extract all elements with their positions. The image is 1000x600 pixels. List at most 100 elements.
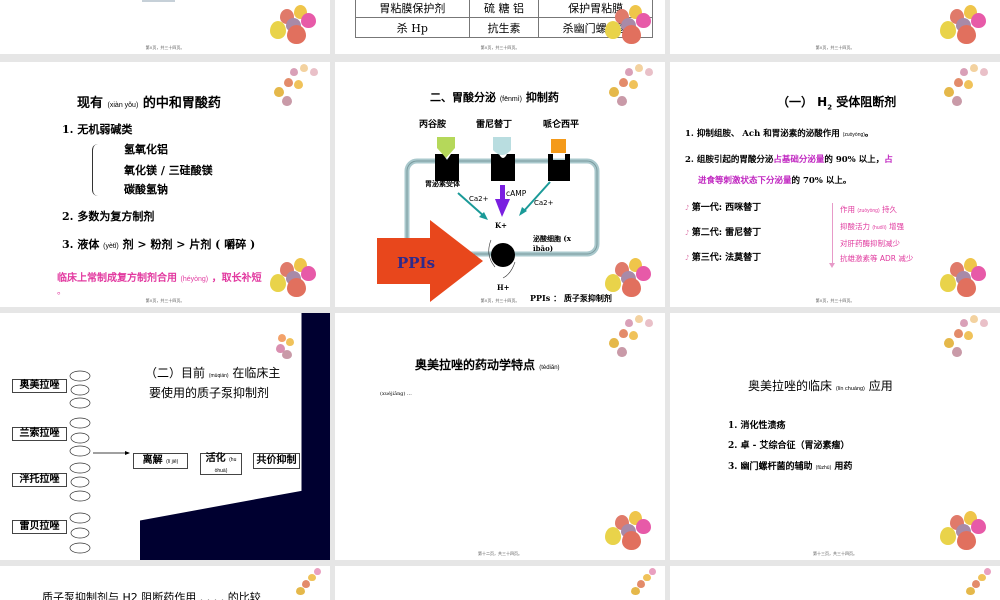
- list-item: 1. 消化性溃疡: [728, 421, 786, 431]
- slide-footer: 第X页，共三十四页。: [815, 45, 855, 50]
- candy-eggs-top-decoration: [605, 313, 665, 361]
- drug-label-ranitidine: 雷尼替丁: [476, 120, 513, 130]
- slide-thumbnail-antacids[interactable]: 现有 (xiàn yǒu) 的中和胃酸药 1. 无机弱碱类 氢氧化铝 氧化镁 /…: [0, 62, 330, 307]
- drug-label-pirenzepine: 哌仑西平: [543, 120, 580, 130]
- list-item: ♪ 第一代: 西咪替丁: [685, 203, 762, 213]
- step-activation: 活化 (hu òhuà): [200, 453, 242, 475]
- trend-item: 作用 (zuòyòng) 持久: [840, 205, 898, 214]
- sub-list-item: 氢氧化铝: [124, 143, 168, 156]
- candy-pills-decoration: [623, 566, 663, 600]
- parietal-cell-diagram: [377, 137, 600, 302]
- clinical-note: 临床上常制成复方制剂合用 (héyòng) ，取长补短: [57, 273, 262, 284]
- slide-footer: 第十三页，共三十四页。: [813, 551, 857, 556]
- potassium-ion: K+: [495, 221, 507, 230]
- list-item: ♪ 第三代: 法莫替丁: [685, 253, 762, 263]
- slide-thumbnail-3[interactable]: 第X页，共三十四页。: [670, 0, 1000, 54]
- slide-footer: 第X页，共三十四页。: [480, 298, 520, 303]
- trend-item: 抑酸活力 (huólì) 增强: [840, 222, 904, 231]
- table-cell: 抗生素: [468, 17, 540, 38]
- brace: [92, 144, 101, 196]
- list-item: 2. 卓 - 艾综合征（胃泌素瘤）: [728, 441, 850, 451]
- trend-arrowhead-icon: [829, 263, 835, 268]
- slide-footer: 第X页，共三十四页。: [145, 298, 185, 303]
- easter-eggs-decoration: [268, 258, 328, 303]
- trend-item: 抗雄激素等 ADR 减少: [840, 254, 914, 263]
- candy-eggs-top-decoration: [605, 62, 665, 110]
- slide-title: 现有 (xiàn yǒu) 的中和胃酸药: [77, 96, 221, 111]
- music-note-bullet-icon: ♪: [685, 204, 692, 212]
- dark-transition-shape: [140, 313, 330, 560]
- partial-table-edge: [142, 0, 175, 2]
- slide-thumbnail-pharmacokinetics[interactable]: 奥美拉唑的药动学特点 (tèdiǎn) (xuéjiǎng) ... 第十二页，…: [335, 313, 665, 560]
- step-dissociation: 离解 (lí jiě): [133, 453, 188, 469]
- list-item: ♪ 第二代: 雷尼替丁: [685, 228, 762, 238]
- easter-eggs-decoration: [268, 5, 328, 50]
- hydrogen-ion: H+: [497, 283, 510, 292]
- table-cell: 胃粘膜保护剂: [355, 0, 470, 18]
- slide-thumbnail-ppi-drugs[interactable]: （二）目前 (mùqián) 在临床主 要使用的质子泵抑制剂 奥美拉唑 兰索拉唑…: [0, 313, 330, 560]
- candy-pills-decoration: [288, 566, 328, 600]
- small-text-line: (xuéjiǎng) ...: [380, 391, 412, 397]
- easter-eggs-decoration: [603, 5, 663, 50]
- list-item: 3. 幽门螺杆菌的辅助 (fǔzhù) 用药: [728, 462, 853, 472]
- slide-thumbnail-clinical-use[interactable]: 奥美拉唑的临床 (lín chuáng) 应用 1. 消化性溃疡 2. 卓 - …: [670, 313, 1000, 560]
- slide-thumbnail-h2-blockers[interactable]: （一） H2 受体阻断剂 1. 抑制组胺、 Ach 和胃泌素的泌酸作用 (zuò…: [670, 62, 1000, 307]
- calcium-ion-right: Ca2+: [534, 199, 554, 207]
- slide-thumbnail-acid-secretion[interactable]: 二、胃酸分泌 (fēnmì) 抑制药 丙谷胺 雷尼替丁 哌仑西平 胃泌素受体 C…: [335, 62, 665, 307]
- calcium-ion-left: Ca2+: [469, 195, 489, 203]
- generation-list: ♪ 第一代: 西咪替丁 ♪ 第二代: 雷尼替丁 ♪ 第三代: 法莫替丁: [685, 200, 761, 275]
- slide-title: 二、胃酸分泌 (fēnmì) 抑制药: [430, 91, 559, 104]
- list-item: 3. 液体 (yètǐ) 剂 > 粉剂 > 片剂 ( 嚼碎 ): [62, 238, 256, 251]
- trend-item: 对肝药酶抑制减少: [840, 239, 900, 248]
- easter-eggs-decoration: [603, 511, 663, 556]
- ppis-arrow-label: PPIs: [397, 254, 436, 272]
- music-note-bullet-icon: ♪: [685, 254, 692, 262]
- drug-label-pantoprazole: 泮托拉唑: [12, 473, 67, 487]
- slide-footer: 第X页，共三十四页。: [815, 298, 855, 303]
- list-item: 2. 多数为复方制剂: [62, 210, 155, 223]
- easter-eggs-decoration: [938, 5, 998, 50]
- sub-list-item: 碳酸氢钠: [124, 183, 168, 196]
- slide-thumbnail-bottom-middle[interactable]: [335, 566, 665, 600]
- slide-title: 质子泵抑制剂与 H2 阻断药作用 . . . . 的比较: [42, 591, 261, 600]
- point-2: 2. 组胺引起的胃酸分泌占基础分泌量的 90% 以上，占: [685, 155, 893, 165]
- camp-label: cAMP: [506, 189, 527, 198]
- chemical-structures-diagram: [69, 370, 130, 554]
- drug-label-lansoprazole: 兰索拉唑: [12, 427, 67, 441]
- cell-label: 泌酸细胞 (x ìbāo): [533, 234, 571, 253]
- slide-thumbnail-bottom-right[interactable]: [670, 566, 1000, 600]
- easter-eggs-decoration: [938, 511, 998, 556]
- slide-thumbnail-comparison[interactable]: 质子泵抑制剂与 H2 阻断药作用 . . . . 的比较: [0, 566, 330, 600]
- slide-thumbnail-2[interactable]: 胃粘膜保护剂 硫 糖 铝 保护胃粘膜 杀 Hp 抗生素 杀幽门螺杆菌 第X页，共…: [335, 0, 665, 54]
- trend-list: 作用 (zuòyòng) 持久 抑酸活力 (huólì) 增强 对肝药酶抑制减少…: [840, 202, 913, 266]
- slide-thumbnail-1[interactable]: 第X页，共三十四页。: [0, 0, 330, 54]
- slide-title: 奥美拉唑的药动学特点 (tèdiǎn): [415, 358, 560, 372]
- list-item: 1. 无机弱碱类: [62, 123, 133, 136]
- trend-down-arrow-icon: [832, 203, 833, 265]
- slide-footer: 第十二页，共三十四页。: [478, 551, 522, 556]
- slide-footer: 第X页，共三十四页。: [145, 45, 185, 50]
- drug-label-rabeprazole: 雷贝拉唑: [12, 520, 67, 534]
- candy-eggs-top-decoration: [272, 328, 302, 359]
- sub-list-item: 氧化镁 / 三硅酸镁: [124, 164, 213, 177]
- slide-footer: 第X页，共三十四页。: [480, 45, 520, 50]
- clinical-note-dot: 。: [57, 287, 67, 297]
- slide-title: （一） H2 受体阻断剂: [777, 95, 897, 112]
- slide-title: （二）目前 (mùqián) 在临床主 要使用的质子泵抑制剂: [145, 366, 281, 400]
- music-note-bullet-icon: ♪: [685, 229, 692, 237]
- drug-label-proglumide: 丙谷胺: [419, 120, 447, 130]
- table-cell: 硫 糖 铝: [468, 0, 540, 18]
- drug-label-omeprazole: 奥美拉唑: [12, 379, 67, 393]
- candy-eggs-top-decoration: [270, 62, 330, 110]
- candy-eggs-top-decoration: [940, 62, 1000, 110]
- point-2-continued: 进食等刺激状态下分泌量的 70% 以上。: [698, 176, 852, 186]
- slide-title: 奥美拉唑的临床 (lín chuáng) 应用: [748, 379, 893, 393]
- table-cell: 杀 Hp: [355, 17, 470, 38]
- easter-eggs-decoration: [938, 258, 998, 303]
- easter-eggs-decoration: [603, 258, 663, 303]
- receptor-label: 胃泌素受体: [425, 179, 460, 188]
- ppis-caption: PPIs ： 质子泵抑制剂: [530, 293, 612, 303]
- step-covalent-inhibition: 共价抑制: [253, 453, 300, 469]
- point-1: 1. 抑制组胺、 Ach 和胃泌素的泌酸作用 (zuòyòng)。: [685, 129, 874, 139]
- candy-eggs-top-decoration: [940, 313, 1000, 361]
